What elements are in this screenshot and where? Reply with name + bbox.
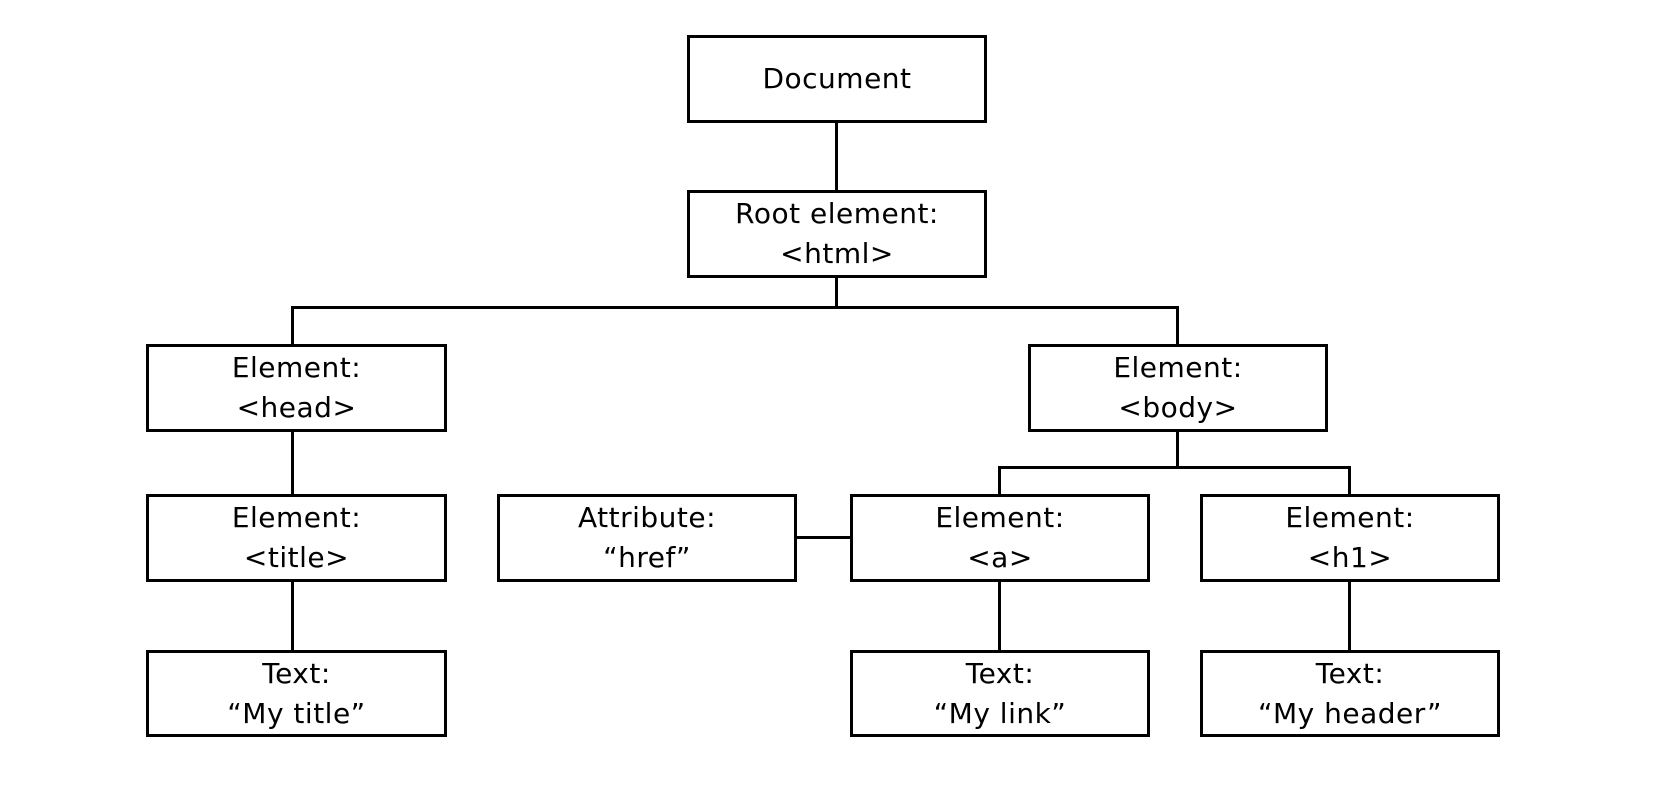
connector-drop-to-body <box>1176 306 1179 346</box>
node-text-my-link: Text: “My link” <box>850 650 1150 737</box>
node-document-line1: Document <box>762 62 912 95</box>
node-element-a-line2: <a> <box>967 541 1033 574</box>
connector-document-to-html <box>835 123 838 190</box>
node-text-my-title-line2: “My title” <box>227 696 366 730</box>
node-text-my-link-line1: Text: <box>965 656 1035 690</box>
node-element-body-line2: <body> <box>1118 391 1238 424</box>
node-element-h1-line1: Element: <box>1285 501 1415 534</box>
connector-drop-to-h1 <box>1348 466 1351 496</box>
node-element-body: Element: <body> <box>1028 344 1328 432</box>
node-text-my-header-line2: “My header” <box>1258 696 1442 730</box>
connector-html-stub <box>835 278 838 309</box>
node-element-a: Element: <a> <box>850 494 1150 582</box>
connector-body-children-bar <box>998 466 1351 469</box>
connector-a-to-text <box>998 580 1001 652</box>
connector-h1-to-text <box>1348 580 1351 652</box>
node-element-head-line1: Element: <box>231 351 362 384</box>
connector-drop-to-head <box>291 306 294 346</box>
connector-attr-to-a <box>795 536 852 539</box>
node-text-my-header: Text: “My header” <box>1200 650 1500 737</box>
node-element-body-line1: Element: <box>1113 351 1243 384</box>
node-text-my-title: Text: “My title” <box>146 650 447 737</box>
node-text-my-link-line2: “My link” <box>933 696 1067 730</box>
connector-drop-to-a <box>998 466 1001 496</box>
connector-body-stub <box>1176 430 1179 468</box>
node-element-head: Element: <head> <box>146 344 447 432</box>
node-document: Document <box>687 35 987 123</box>
node-text-my-header-line1: Text: <box>1315 656 1385 690</box>
node-root-element-html: Root element: <html> <box>687 190 987 278</box>
connector-title-to-text <box>291 580 294 652</box>
node-attribute-href-line1: Attribute: <box>577 501 717 534</box>
node-element-title-line2: <title> <box>243 541 350 574</box>
connector-head-to-title <box>291 430 294 496</box>
node-element-h1-line2: <h1> <box>1307 541 1393 574</box>
node-element-title: Element: <title> <box>146 494 447 582</box>
node-element-head-line2: <head> <box>236 391 357 424</box>
node-attribute-href-line2: “href” <box>603 541 691 574</box>
node-element-h1: Element: <h1> <box>1200 494 1500 582</box>
node-root-element-html-line2: <html> <box>780 237 894 270</box>
node-text-my-title-line1: Text: <box>262 656 331 690</box>
connector-html-children-bar <box>291 306 1179 309</box>
node-element-a-line1: Element: <box>935 501 1065 534</box>
node-attribute-href: Attribute: “href” <box>497 494 797 582</box>
node-element-title-line1: Element: <box>231 501 362 534</box>
node-root-element-html-line1: Root element: <box>735 197 939 230</box>
